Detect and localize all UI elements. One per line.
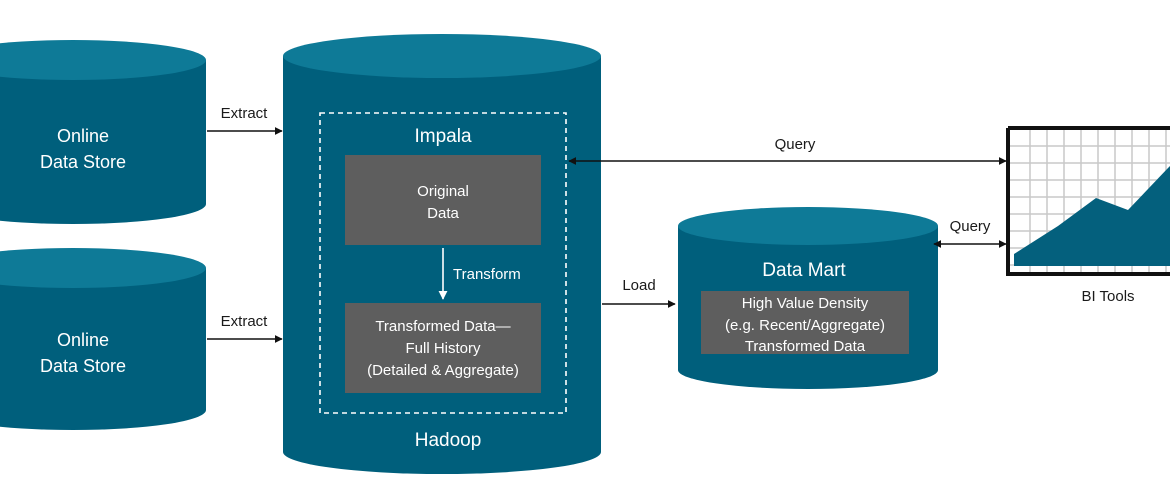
bi-tools-chart-icon bbox=[1006, 126, 1170, 276]
transform-label: Transform bbox=[453, 266, 521, 283]
online-data-store-bottom-line2: Data Store bbox=[40, 356, 126, 376]
cylinder-top bbox=[0, 40, 206, 80]
data-mart-box-line1: High Value Density bbox=[742, 295, 869, 312]
original-data-line2: Data bbox=[427, 205, 459, 222]
data-mart-box-line3: Transformed Data bbox=[745, 338, 866, 355]
bi-chart-area bbox=[1014, 166, 1170, 266]
online-data-store-bottom: Online Data Store bbox=[0, 248, 206, 430]
online-data-store-top-line1: Online bbox=[57, 126, 109, 146]
cylinder-body bbox=[0, 268, 206, 430]
transformed-data-line3: (Detailed & Aggregate) bbox=[367, 362, 519, 379]
online-data-store-top: Online Data Store bbox=[0, 40, 206, 224]
query-label-top: Query bbox=[775, 136, 816, 153]
bi-tools-label: BI Tools bbox=[1081, 288, 1134, 305]
load-arrow: Load bbox=[602, 277, 676, 308]
extract-arrow-top: Extract bbox=[207, 105, 283, 135]
query-label-bottom: Query bbox=[950, 218, 991, 235]
hadoop-label: Hadoop bbox=[415, 430, 482, 451]
extract-label-bottom: Extract bbox=[221, 313, 269, 330]
impala-label: Impala bbox=[414, 126, 471, 147]
data-mart-cylinder: Data Mart High Value Density (e.g. Recen… bbox=[678, 207, 938, 389]
original-data-box bbox=[345, 155, 541, 245]
original-data-line1: Original bbox=[417, 183, 469, 200]
query-arrow-top: Query bbox=[568, 136, 1007, 165]
transformed-data-line1: Transformed Data— bbox=[375, 318, 510, 335]
extract-label-top: Extract bbox=[221, 105, 269, 122]
online-data-store-top-line2: Data Store bbox=[40, 152, 126, 172]
cylinder-body bbox=[283, 56, 601, 474]
cylinder-top bbox=[0, 248, 206, 288]
transformed-data-line2: Full History bbox=[405, 340, 481, 357]
cylinder-body bbox=[0, 60, 206, 224]
transformed-data-box bbox=[345, 303, 541, 393]
cylinder-top bbox=[283, 34, 601, 78]
query-arrow-bottom: Query bbox=[933, 218, 1007, 248]
cylinder-top bbox=[678, 207, 938, 245]
data-mart-box-line2: (e.g. Recent/Aggregate) bbox=[725, 317, 885, 334]
data-mart-title: Data Mart bbox=[762, 260, 846, 281]
load-label: Load bbox=[622, 277, 655, 294]
impala-dashed-boundary bbox=[319, 112, 567, 414]
online-data-store-bottom-line1: Online bbox=[57, 330, 109, 350]
bi-chart-frame bbox=[1006, 126, 1170, 276]
data-mart-box bbox=[701, 291, 909, 354]
hadoop-cylinder: Impala Original Data Transform Transform… bbox=[283, 34, 601, 474]
extract-arrow-bottom: Extract bbox=[207, 313, 283, 343]
